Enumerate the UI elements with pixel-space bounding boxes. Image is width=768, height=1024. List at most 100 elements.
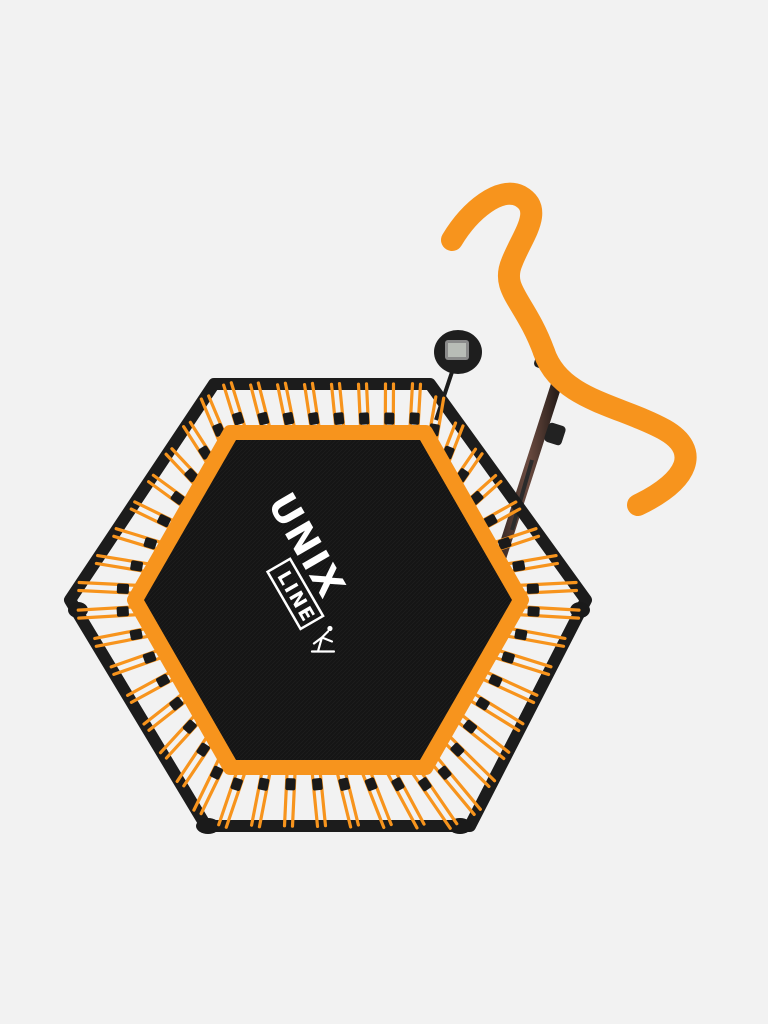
cord-clip: [232, 411, 245, 426]
cord-clip: [196, 742, 210, 757]
cord-clip: [142, 651, 157, 664]
bungee-cord: [125, 668, 176, 697]
bungee-cord: [76, 604, 142, 612]
bungee-cord: [334, 767, 353, 829]
cord-clip: [230, 777, 243, 791]
bungee-cord: [364, 382, 371, 434]
cord-clip: [257, 411, 270, 426]
bungee-cord: [427, 758, 476, 817]
cord-clip: [143, 537, 157, 550]
cord-clip: [257, 777, 270, 791]
bungee-cord: [408, 382, 415, 434]
cord-clip: [311, 777, 323, 791]
bungee-cord: [468, 689, 525, 726]
cord-clip: [210, 765, 224, 780]
bungee-cord: [359, 767, 386, 830]
counter-display-icon: [434, 330, 482, 421]
cord-clip: [285, 778, 296, 791]
bungee-cord: [491, 647, 553, 669]
cord-clip: [308, 412, 320, 425]
cord-clip: [156, 674, 170, 688]
cord-clip: [184, 468, 199, 483]
cord-clip: [497, 537, 512, 550]
handlebar: [441, 182, 697, 566]
cord-clip: [182, 719, 197, 734]
cord-clip: [501, 651, 515, 664]
bungee-cord: [77, 580, 142, 588]
bungee-cord: [109, 647, 165, 669]
cord-clip: [170, 491, 185, 505]
bungee-cord: [391, 764, 426, 826]
bungee-cord: [158, 711, 199, 755]
bungee-cord: [77, 588, 142, 596]
bungee-cord: [489, 654, 551, 677]
bungee-cord: [514, 580, 578, 588]
cord-clip: [384, 412, 395, 425]
cord-clip: [437, 765, 452, 780]
bungee-cord: [456, 710, 511, 754]
cord-clip: [157, 514, 171, 528]
bungee-cord: [501, 633, 566, 648]
bungee-cord: [249, 765, 265, 827]
bungee-cord: [514, 604, 581, 612]
bungee-cord: [356, 382, 363, 434]
cord-clip: [333, 412, 345, 425]
bungee-cord: [257, 767, 273, 829]
cord-clip: [526, 583, 540, 594]
bungee-cord: [451, 717, 506, 761]
bungee-cord: [114, 527, 167, 546]
bungee-cord: [224, 767, 248, 829]
bungee-cord: [503, 625, 567, 641]
cord-clip: [116, 606, 129, 617]
cord-clip: [116, 583, 130, 594]
bungee-cord: [142, 689, 188, 726]
bungee-cord: [94, 633, 155, 648]
cord-clip: [418, 777, 432, 792]
bungee-cord: [445, 732, 497, 783]
cord-clip: [409, 412, 420, 425]
bungee-cord: [217, 765, 241, 827]
cord-clip: [129, 628, 143, 641]
cord-clip: [130, 560, 144, 572]
cord-clip: [282, 412, 295, 426]
bungee-cord: [433, 753, 482, 811]
bungee-cord: [310, 766, 320, 828]
bungee-cord: [290, 766, 297, 828]
bungee-cord: [147, 696, 193, 732]
bungee-cord: [112, 534, 165, 553]
bungee-cord: [415, 764, 459, 826]
bungee-cord: [318, 766, 328, 828]
jumper-figure-logo-icon: [310, 625, 336, 653]
bungee-cord: [199, 397, 222, 446]
bungee-cords: [76, 381, 581, 830]
bungee-cord: [514, 612, 581, 620]
cord-clip: [364, 777, 378, 792]
bungee-cord: [192, 754, 223, 812]
bungee-cord: [439, 737, 491, 789]
cord-clip: [358, 412, 370, 425]
bungee-cord: [480, 668, 539, 697]
cord-clip: [512, 560, 526, 572]
cord-clip: [450, 742, 465, 757]
bungee-cord: [501, 553, 558, 567]
bungee-cord: [342, 765, 360, 827]
cord-clip: [514, 628, 528, 641]
bungee-cord: [94, 561, 153, 575]
cord-clip: [483, 514, 498, 528]
cord-clip: [391, 777, 405, 792]
bungee-cord: [408, 768, 452, 830]
jumping-mat: [127, 425, 529, 775]
cord-clip: [169, 696, 184, 711]
cord-clip: [463, 719, 478, 734]
bungee-cord: [164, 716, 205, 760]
cord-clip: [338, 777, 351, 791]
bungee-cord: [129, 675, 180, 704]
cord-clip: [475, 696, 490, 711]
bungee-cord: [77, 612, 142, 620]
cord-clip: [527, 606, 540, 617]
bungee-cord: [112, 654, 167, 676]
bungee-cord: [366, 764, 393, 827]
bungee-cord: [503, 561, 560, 575]
